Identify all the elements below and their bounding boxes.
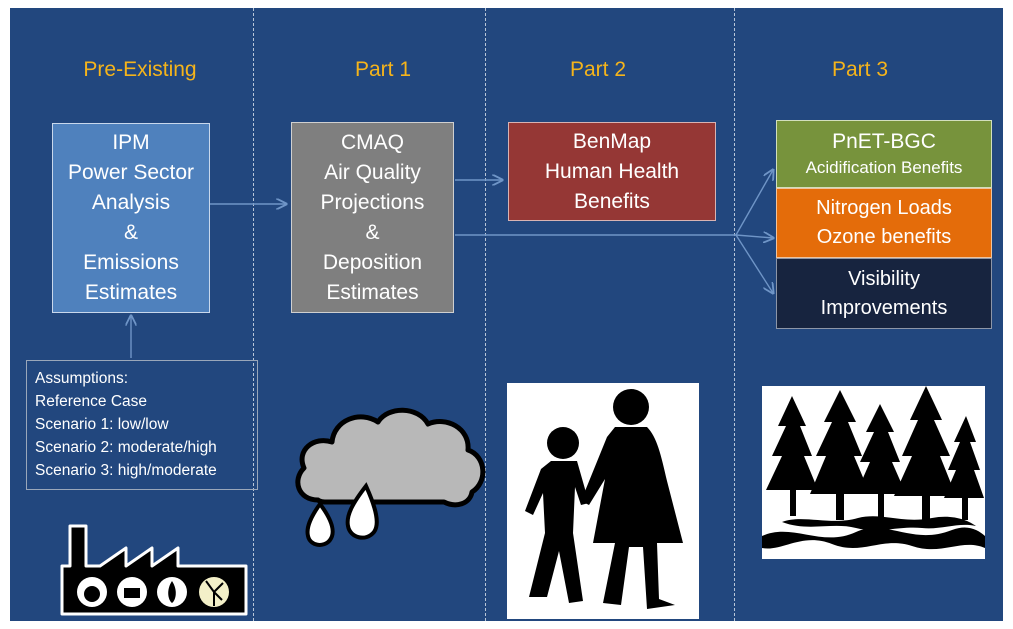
- ipm-line: Emissions: [83, 251, 179, 274]
- benmap-line: BenMap: [572, 129, 652, 153]
- children-silhouette-icon: [525, 389, 683, 609]
- ipm-line: &: [123, 221, 138, 244]
- factory-icon: [60, 524, 248, 616]
- ipm-line: Analysis: [91, 191, 171, 214]
- cmaq-line: Estimates: [326, 280, 419, 304]
- cmaq-line: CMAQ: [341, 130, 404, 154]
- column-divider: [253, 8, 254, 621]
- visibility-line: Visibility: [848, 267, 920, 290]
- visibility-line: Improvements: [820, 296, 948, 319]
- assumptions-item: Scenario 3: high/moderate: [35, 462, 217, 479]
- pnet-title: PnET-BGC: [832, 130, 936, 153]
- benmap-line: Human Health: [544, 159, 680, 183]
- trees-image: [762, 386, 985, 559]
- cmaq-line: Deposition: [322, 250, 423, 274]
- header-part3: Part 3: [831, 58, 889, 81]
- ipm-line: Estimates: [84, 281, 178, 304]
- arrow-to-visibility: [735, 234, 773, 293]
- header-part2: Part 2: [569, 58, 627, 81]
- cmaq-line: Air Quality: [324, 160, 421, 184]
- assumptions-item: Scenario 2: moderate/high: [35, 439, 217, 456]
- header-pre-existing: Pre-Existing: [83, 58, 197, 81]
- assumptions-box: Assumptions: Reference Case Scenario 1: …: [26, 360, 258, 490]
- column-divider: [734, 8, 735, 621]
- children-image: [507, 383, 699, 619]
- benmap-box: BenMap Human Health Benefits: [508, 122, 716, 221]
- nitrogen-line: Nitrogen Loads: [816, 197, 952, 219]
- column-divider: [485, 8, 486, 621]
- cmaq-line: Projections: [320, 190, 425, 214]
- pnet-subtitle: Acidification Benefits: [805, 158, 963, 177]
- arrow-to-pnet: [735, 170, 773, 236]
- ipm-line: Power Sector: [67, 161, 195, 184]
- header-part1: Part 1: [354, 58, 412, 81]
- diagram-slide: Pre-Existing Part 1 Part 2 Part 3 IPM Po…: [10, 8, 1003, 621]
- assumptions-item: Scenario 1: low/low: [35, 416, 169, 433]
- cmaq-box: CMAQ Air Quality Projections & Depositio…: [291, 122, 454, 313]
- ipm-line: IPM: [112, 131, 150, 154]
- flow-arrows: [10, 8, 1003, 358]
- forest-silhouette-icon: [762, 386, 985, 550]
- nitrogen-line: Ozone benefits: [816, 226, 952, 248]
- assumptions-title: Assumptions:: [35, 370, 129, 387]
- arrow-to-nitrogen: [735, 235, 773, 238]
- ipm-box: IPM Power Sector Analysis & Emissions Es…: [52, 123, 210, 313]
- nitrogen-box: Nitrogen Loads Ozone benefits: [776, 188, 992, 258]
- benmap-line: Benefits: [574, 189, 650, 213]
- visibility-box: Visibility Improvements: [776, 258, 992, 329]
- cmaq-line: &: [365, 220, 380, 244]
- rain-cloud-icon: [295, 407, 486, 547]
- assumptions-item: Reference Case: [35, 393, 148, 410]
- pnet-box: PnET-BGC Acidification Benefits: [776, 120, 992, 188]
